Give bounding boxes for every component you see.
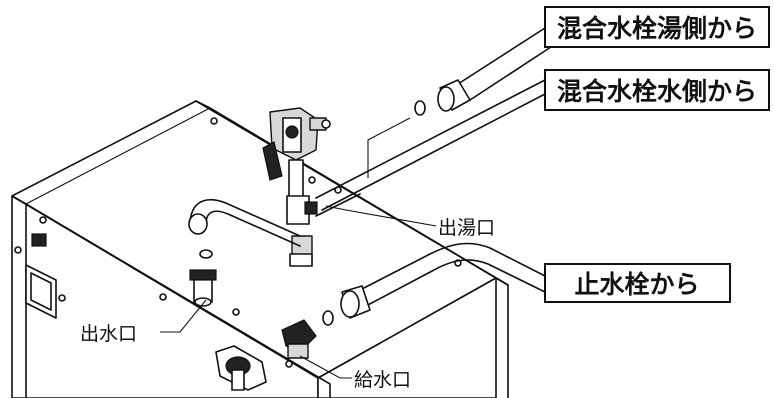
- svg-text:混合水栓水側から: 混合水栓水側から: [557, 77, 757, 106]
- supply-pipes: [315, 27, 555, 326]
- heater-unit: [11, 100, 509, 398]
- leader-lines: [160, 117, 437, 379]
- svg-text:止水栓から: 止水栓から: [574, 270, 699, 299]
- svg-text:混合水栓湯側から: 混合水栓湯側から: [557, 14, 757, 43]
- callout-cold-mixing: 混合水栓水側から: [544, 69, 770, 111]
- label-water-outlet: 出水口: [80, 323, 137, 345]
- callout-hot-mixing: 混合水栓湯側から: [544, 6, 770, 48]
- label-water-inlet: 給水口: [354, 369, 411, 391]
- hot-outlet-valve: [262, 107, 331, 267]
- drain-plug: [215, 345, 267, 391]
- water-inlet-elbow: [281, 319, 317, 359]
- label-hot-outlet: 出湯口: [438, 217, 495, 239]
- bent-pipe: [188, 199, 301, 259]
- water-outlet-fitting: [189, 269, 217, 307]
- callout-stop-valve: 止水栓から: [544, 263, 731, 303]
